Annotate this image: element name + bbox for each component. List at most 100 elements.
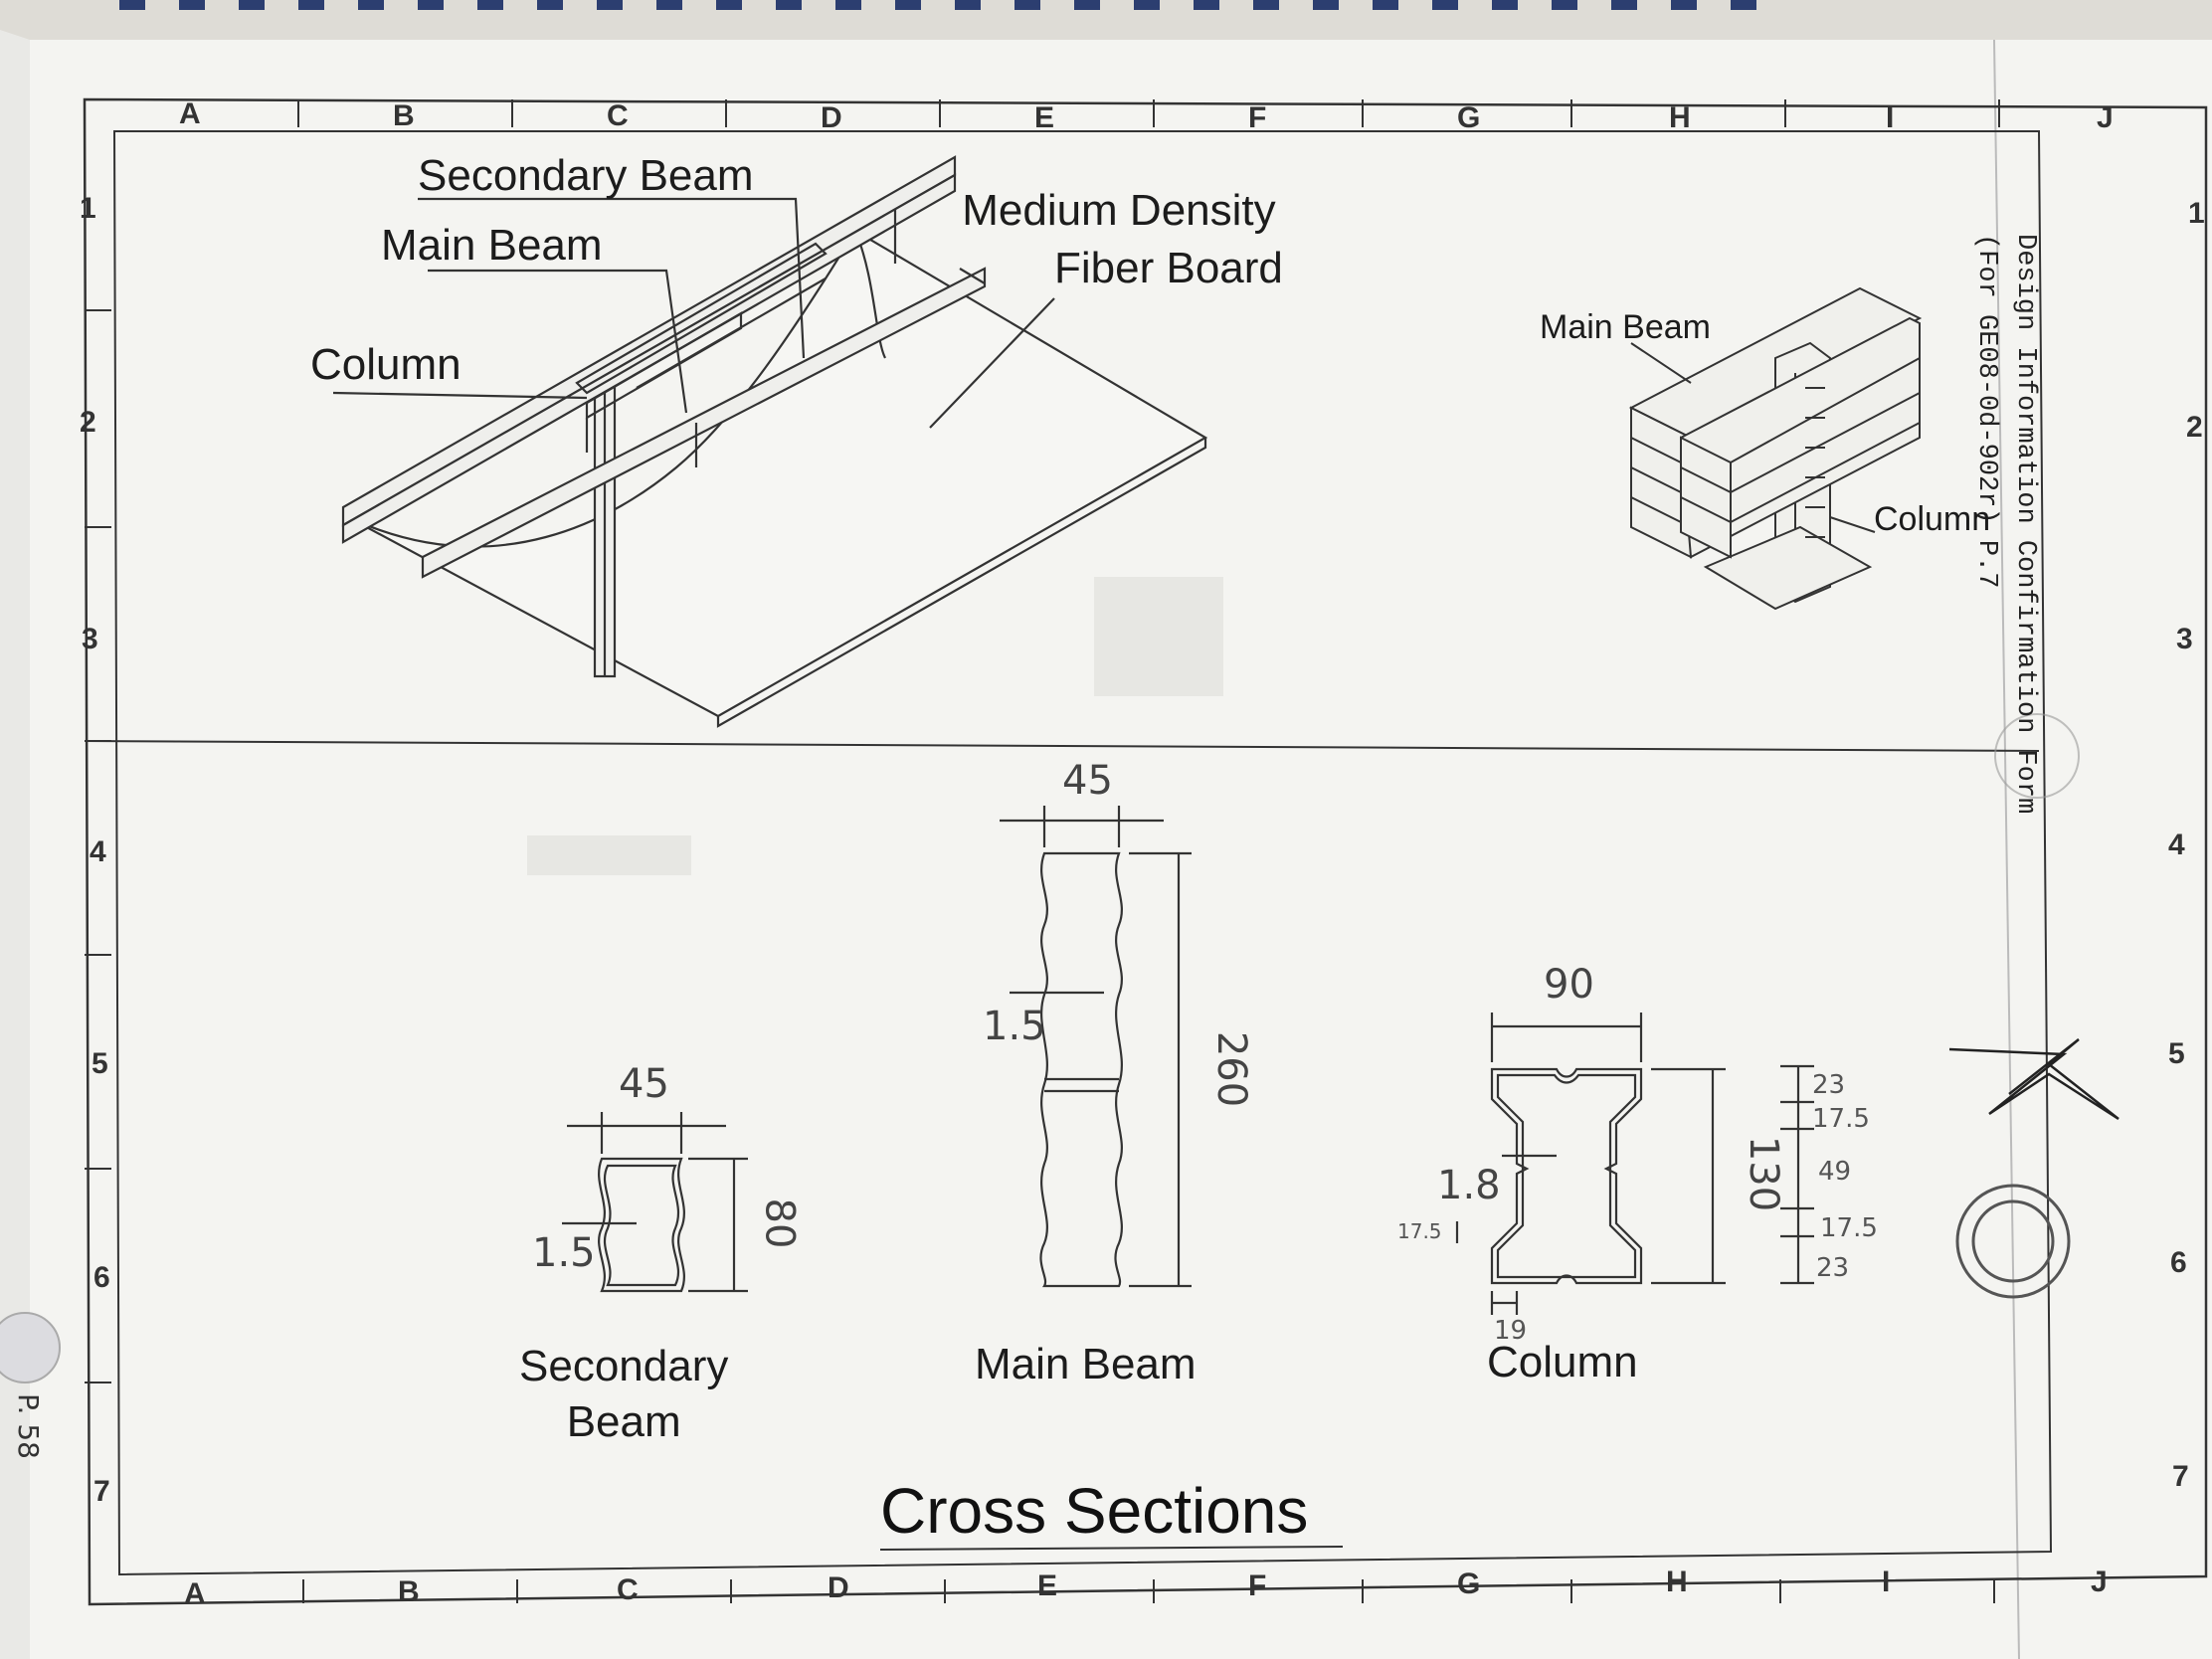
mb-thickness-value: 1.5: [983, 1004, 1046, 1049]
label-section-secondary-beam-line-2: Beam: [566, 1397, 681, 1446]
col-seg-23-top: 23: [1812, 1070, 1846, 1100]
label-mdf-line-2: Fiber Board: [1054, 244, 1283, 292]
grid-col-bottom-F: F: [1248, 1569, 1267, 1602]
grid-row-right-4: 4: [2168, 829, 2185, 861]
grid-col-top-B: B: [393, 99, 415, 132]
title-block-line-1: Design Information Confirmation Form: [2010, 234, 2040, 815]
grid-row-left-1: 1: [80, 192, 96, 225]
grid-row-left-4: 4: [90, 835, 106, 868]
punch-hole-stamp: [0, 1312, 61, 1383]
grid-col-top-G: G: [1457, 101, 1481, 134]
faded-stamp: [1994, 713, 2080, 799]
page-fold-line: [1993, 39, 2020, 1659]
binding-marks: [119, 0, 1756, 10]
outer-border: [83, 97, 2208, 1606]
grid-col-bottom-G: G: [1457, 1567, 1481, 1600]
signature: [1948, 1038, 2120, 1121]
grid-col-top-C: C: [607, 99, 629, 132]
secondary-beam-iso-4: [636, 277, 827, 389]
grid-col-bottom-D: D: [828, 1571, 849, 1604]
label-secondary-beam: Secondary Beam: [418, 151, 754, 200]
grid-row-left-7: 7: [93, 1475, 110, 1508]
col-notch-value: 17.5: [1397, 1219, 1442, 1243]
sb-profile-inner: [603, 1164, 680, 1287]
col-height-value: 130: [1741, 1135, 1787, 1212]
cross-sections-title: Cross Sections: [880, 1475, 1309, 1547]
grid-col-bottom-C: C: [617, 1573, 639, 1606]
secondary-beam-iso-5: [893, 209, 986, 284]
col-seg-49: 49: [1818, 1157, 1852, 1187]
mb-width-value: 45: [1062, 758, 1113, 804]
grid-ticks: [85, 99, 2000, 1603]
grid-col-top-E: E: [1034, 101, 1055, 134]
ghost-marks: [527, 577, 1223, 875]
jd-base-plate: [1703, 525, 1873, 611]
leader-main-beam: [428, 269, 688, 414]
round-stamp: [1955, 1184, 2071, 1299]
grid-row-right-5: 5: [2168, 1037, 2185, 1070]
label-column: Column: [310, 340, 461, 389]
label-section-secondary-beam-line-1: Secondary: [519, 1342, 729, 1390]
leader-mdf: [929, 297, 1055, 429]
grid-row-right-7: 7: [2172, 1460, 2189, 1493]
leader-column: [332, 391, 588, 400]
grid-row-right-6: 6: [2170, 1246, 2187, 1279]
secondary-beam-iso-1: [421, 267, 987, 579]
grid-col-bottom-B: B: [398, 1575, 420, 1608]
sb-profile-outer: [598, 1157, 685, 1293]
jd-beam-front-lines: [1680, 357, 1921, 523]
grid-row-left-6: 6: [93, 1261, 110, 1294]
grid-col-bottom-E: E: [1037, 1569, 1058, 1602]
sb-height-value: 80: [756, 1198, 803, 1249]
jd-column-slots: [1805, 387, 1825, 538]
grid-row-left-5: 5: [92, 1047, 108, 1080]
col-seg-175-bottom: 17.5: [1820, 1213, 1878, 1243]
joint-detail: [1628, 286, 1923, 611]
jd-beam-front-face: [1680, 436, 1732, 559]
col-profile-inner: [1496, 1073, 1637, 1279]
leader-jd-column: [1829, 516, 1876, 533]
label-section-main-beam: Main Beam: [975, 1340, 1197, 1388]
label-main-beam: Main Beam: [381, 221, 603, 270]
mdf-board-edge: [716, 438, 1207, 728]
grid-row-left-3: 3: [82, 623, 98, 655]
label-jd-main-beam: Main Beam: [1540, 308, 1711, 346]
col-width-value: 90: [1544, 962, 1594, 1008]
grid-col-top-F: F: [1248, 101, 1267, 134]
isometric-assembly: [332, 155, 1208, 728]
grid-row-right-1: 1: [2188, 197, 2205, 230]
mid-divider: [84, 740, 2040, 752]
secondary-beam-iso-2: [575, 242, 828, 395]
paper-top-shadow: [0, 0, 2212, 40]
mdf-cutaway-edge: [853, 230, 886, 359]
grid-col-top-H: H: [1669, 101, 1691, 134]
sb-thickness-value: 1.5: [532, 1230, 596, 1276]
grid-col-bottom-J: J: [2091, 1566, 2108, 1598]
grid-col-bottom-H: H: [1666, 1566, 1688, 1598]
main-beam-section: [1000, 806, 1192, 1288]
grid-col-top-A: A: [179, 97, 201, 130]
grid-row-right-2: 2: [2186, 411, 2203, 444]
col-thickness-value: 1.8: [1437, 1163, 1501, 1208]
grid-row-right-3: 3: [2176, 623, 2193, 655]
secondary-beam-section: [562, 1112, 748, 1293]
grid-col-top-D: D: [821, 101, 842, 134]
grid-col-top-J: J: [2097, 101, 2114, 134]
inner-border: [112, 130, 2053, 1576]
sb-width-value: 45: [619, 1061, 669, 1107]
grid-col-bottom-I: I: [1882, 1566, 1891, 1598]
label-jd-column: Column: [1874, 500, 1991, 538]
grid-row-left-2: 2: [80, 406, 96, 439]
leader-jd-main-beam: [1630, 342, 1692, 384]
leader-secondary-beam: [418, 197, 806, 359]
col-profile: [1490, 1067, 1643, 1285]
grid-col-top-I: I: [1886, 101, 1895, 134]
col-seg-23-bottom: 23: [1816, 1253, 1850, 1283]
mb-profile-outer: [1039, 851, 1123, 1288]
label-section-secondary-beam: Secondary Beam: [519, 1345, 728, 1444]
col-flange-value: 19: [1494, 1316, 1528, 1346]
edge-page-number: P. 58: [11, 1393, 45, 1459]
label-mdf-line-1: Medium Density: [962, 186, 1276, 235]
